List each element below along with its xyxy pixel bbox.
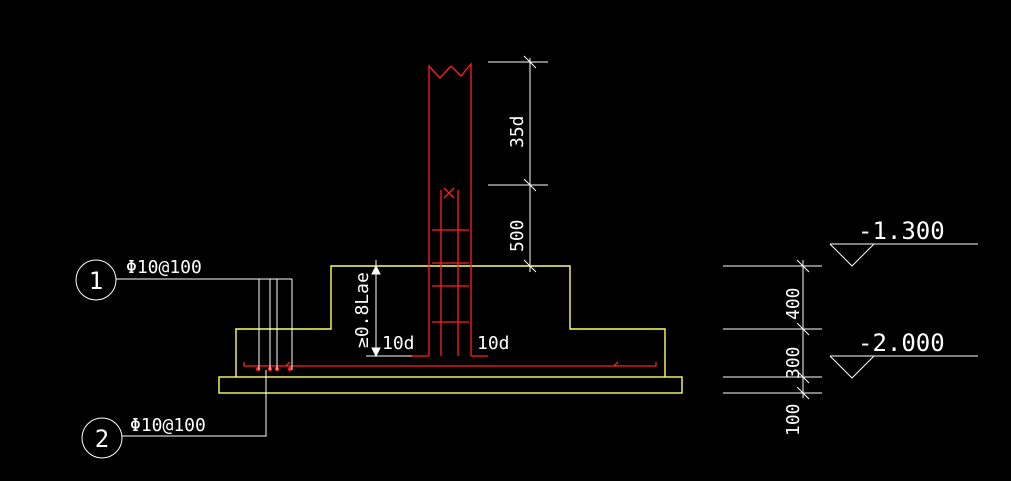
callout-2-leader bbox=[122, 370, 267, 437]
cushion-layer bbox=[218, 376, 683, 394]
embed-dim-arrow-bottom bbox=[371, 347, 381, 358]
height-dim-tick-4 bbox=[796, 386, 810, 400]
elevation-label-upper: -1.300 bbox=[858, 217, 945, 245]
callout-1-circle bbox=[75, 259, 117, 301]
height-dim-tick-2 bbox=[796, 322, 810, 336]
column-dimension bbox=[488, 55, 548, 273]
embed-dim-arrow-top bbox=[371, 264, 381, 275]
column-dim-tick-top bbox=[523, 55, 537, 69]
column-bar-top-mark bbox=[443, 187, 455, 199]
callout-2 bbox=[81, 370, 267, 459]
rebar-group bbox=[243, 62, 657, 372]
column-dim-tick-bottom bbox=[523, 259, 537, 273]
column-dim-tick-mid bbox=[523, 178, 537, 192]
dim-500: 500 bbox=[507, 219, 528, 252]
elevation-triangle-upper bbox=[829, 243, 875, 267]
column-outline-right bbox=[450, 62, 472, 356]
bottom-mesh-hook-2 bbox=[613, 361, 619, 367]
elevation-marker-lower bbox=[829, 355, 978, 379]
embed-dimension bbox=[366, 260, 412, 358]
dim-100: 100 bbox=[783, 403, 804, 436]
column-outline-left bbox=[428, 64, 452, 356]
callout-1-number: 1 bbox=[89, 267, 103, 295]
rebar-dot-4 bbox=[287, 366, 293, 372]
concrete-outline bbox=[218, 265, 683, 394]
stepped-footing-outline bbox=[235, 265, 666, 377]
dim-10d-left: 10d bbox=[382, 333, 415, 354]
callout-2-number: 2 bbox=[95, 425, 109, 453]
height-dimension bbox=[723, 259, 822, 400]
callout-1 bbox=[75, 259, 293, 370]
bottom-mesh-bar bbox=[243, 362, 657, 367]
elevation-label-lower: -2.000 bbox=[858, 329, 945, 357]
callout-2-circle bbox=[81, 417, 123, 459]
dim-35d: 35d bbox=[507, 115, 528, 148]
dim-10d-right: 10d bbox=[477, 333, 510, 354]
dim-400: 400 bbox=[783, 287, 804, 320]
callout-2-spec: Φ10@100 bbox=[130, 415, 206, 436]
height-dim-tick-1 bbox=[796, 259, 810, 273]
elevation-triangle-lower bbox=[829, 355, 875, 379]
dim-08lae: ≥0.8Lae bbox=[352, 272, 373, 348]
height-dim-tick-3 bbox=[796, 370, 810, 384]
callout-1-spec: Φ10@100 bbox=[126, 257, 202, 278]
bottom-mesh-hook-1 bbox=[285, 361, 291, 367]
dim-300: 300 bbox=[783, 346, 804, 379]
elevation-marker-upper bbox=[829, 243, 978, 267]
